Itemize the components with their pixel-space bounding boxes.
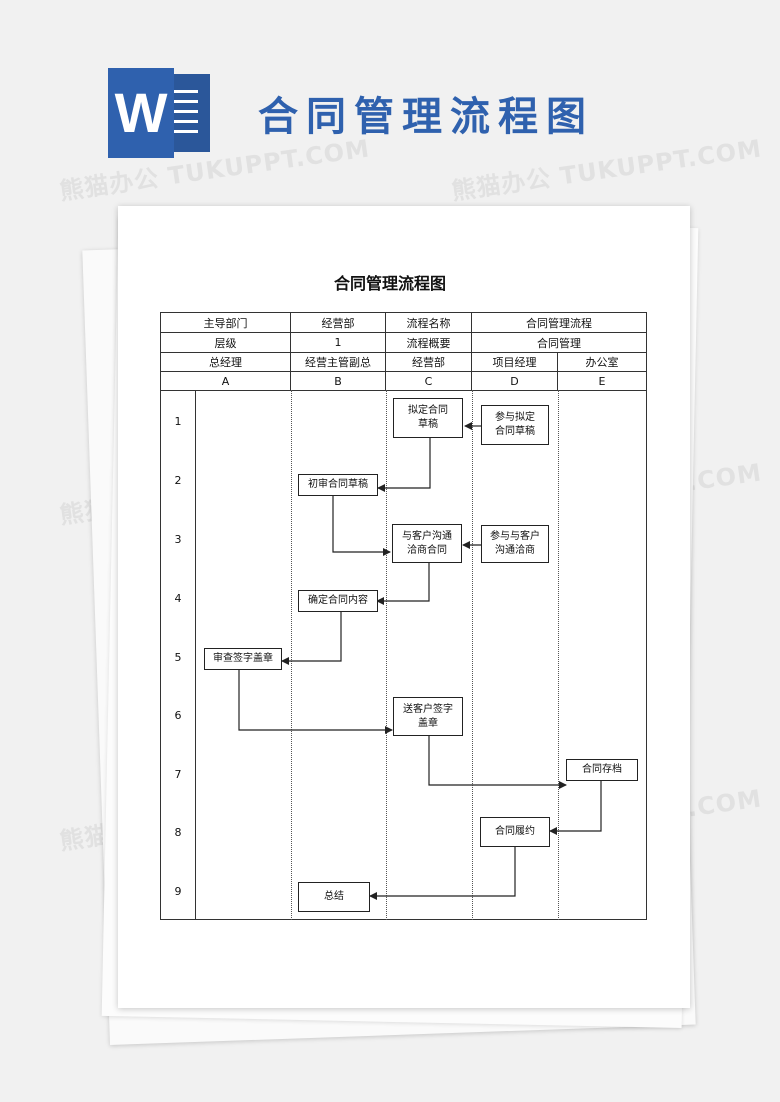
- header-cell: 流程名称: [386, 313, 472, 333]
- header-cell: 1: [291, 333, 386, 353]
- arrow-b4-a5: [281, 612, 342, 665]
- step-participate-draft: 参与拟定合同草稿: [481, 405, 549, 445]
- arrow-e7-d8: [549, 781, 602, 835]
- row-number: 8: [174, 826, 182, 839]
- role-cell: 经营主管副总: [291, 353, 386, 372]
- step-perform-contract: 合同履约: [480, 817, 550, 847]
- lane-divider: [291, 390, 292, 920]
- arrow-c3-b4: [376, 563, 430, 605]
- header-cell: 层级: [161, 333, 291, 353]
- role-cell: 经营部: [386, 353, 472, 372]
- lane-cell: B: [291, 372, 386, 390]
- step-archive-contract: 合同存档: [566, 759, 638, 781]
- lane-cell: A: [161, 372, 291, 390]
- role-cell: 项目经理: [472, 353, 558, 372]
- row-number: 2: [174, 474, 182, 487]
- header-cell: 经营部: [291, 313, 386, 333]
- row-number: 6: [174, 709, 182, 722]
- lane-divider: [558, 390, 559, 920]
- lane-cell: C: [386, 372, 472, 390]
- role-cell: 办公室: [558, 353, 646, 372]
- arrow-d8-b9: [369, 847, 516, 900]
- header-cell: 主导部门: [161, 313, 291, 333]
- row-number: 4: [174, 592, 182, 605]
- header-cell: 合同管理流程: [472, 313, 646, 333]
- banner: W 合同管理流程图: [0, 0, 780, 200]
- lane-cell: E: [558, 372, 646, 390]
- lane-divider: [195, 390, 196, 920]
- header-cell: 合同管理: [472, 333, 646, 353]
- row-number: 5: [174, 651, 182, 664]
- word-logo-icon: W: [108, 68, 212, 158]
- row-number: 7: [174, 768, 182, 781]
- arrow-c6-e7: [428, 736, 567, 789]
- step-review-sign-seal: 审查签字盖章: [204, 648, 282, 670]
- step-summary: 总结: [298, 882, 370, 912]
- row-number: 1: [174, 415, 182, 428]
- step-initial-review: 初审合同草稿: [298, 474, 378, 496]
- row-number: 9: [174, 885, 182, 898]
- header-cell: 流程概要: [386, 333, 472, 353]
- step-participate-negotiate: 参与与客户沟通洽商: [481, 525, 549, 563]
- banner-title: 合同管理流程图: [258, 94, 594, 140]
- arrow-c1-b2: [377, 438, 431, 492]
- row-number: 3: [174, 533, 182, 546]
- lane-divider: [472, 390, 473, 920]
- document-title: 合同管理流程图: [333, 274, 446, 293]
- arrow-a5-c6: [238, 670, 393, 734]
- lane-cell: D: [472, 372, 558, 390]
- lane-divider: [386, 390, 387, 920]
- step-client-sign-seal: 送客户签字盖章: [393, 697, 463, 736]
- arrow-b2-c3: [332, 496, 391, 556]
- step-draft-contract: 拟定合同草稿: [393, 398, 463, 438]
- step-confirm-content: 确定合同内容: [298, 590, 378, 612]
- step-negotiate-client: 与客户沟通洽商合同: [392, 524, 462, 563]
- role-cell: 总经理: [161, 353, 291, 372]
